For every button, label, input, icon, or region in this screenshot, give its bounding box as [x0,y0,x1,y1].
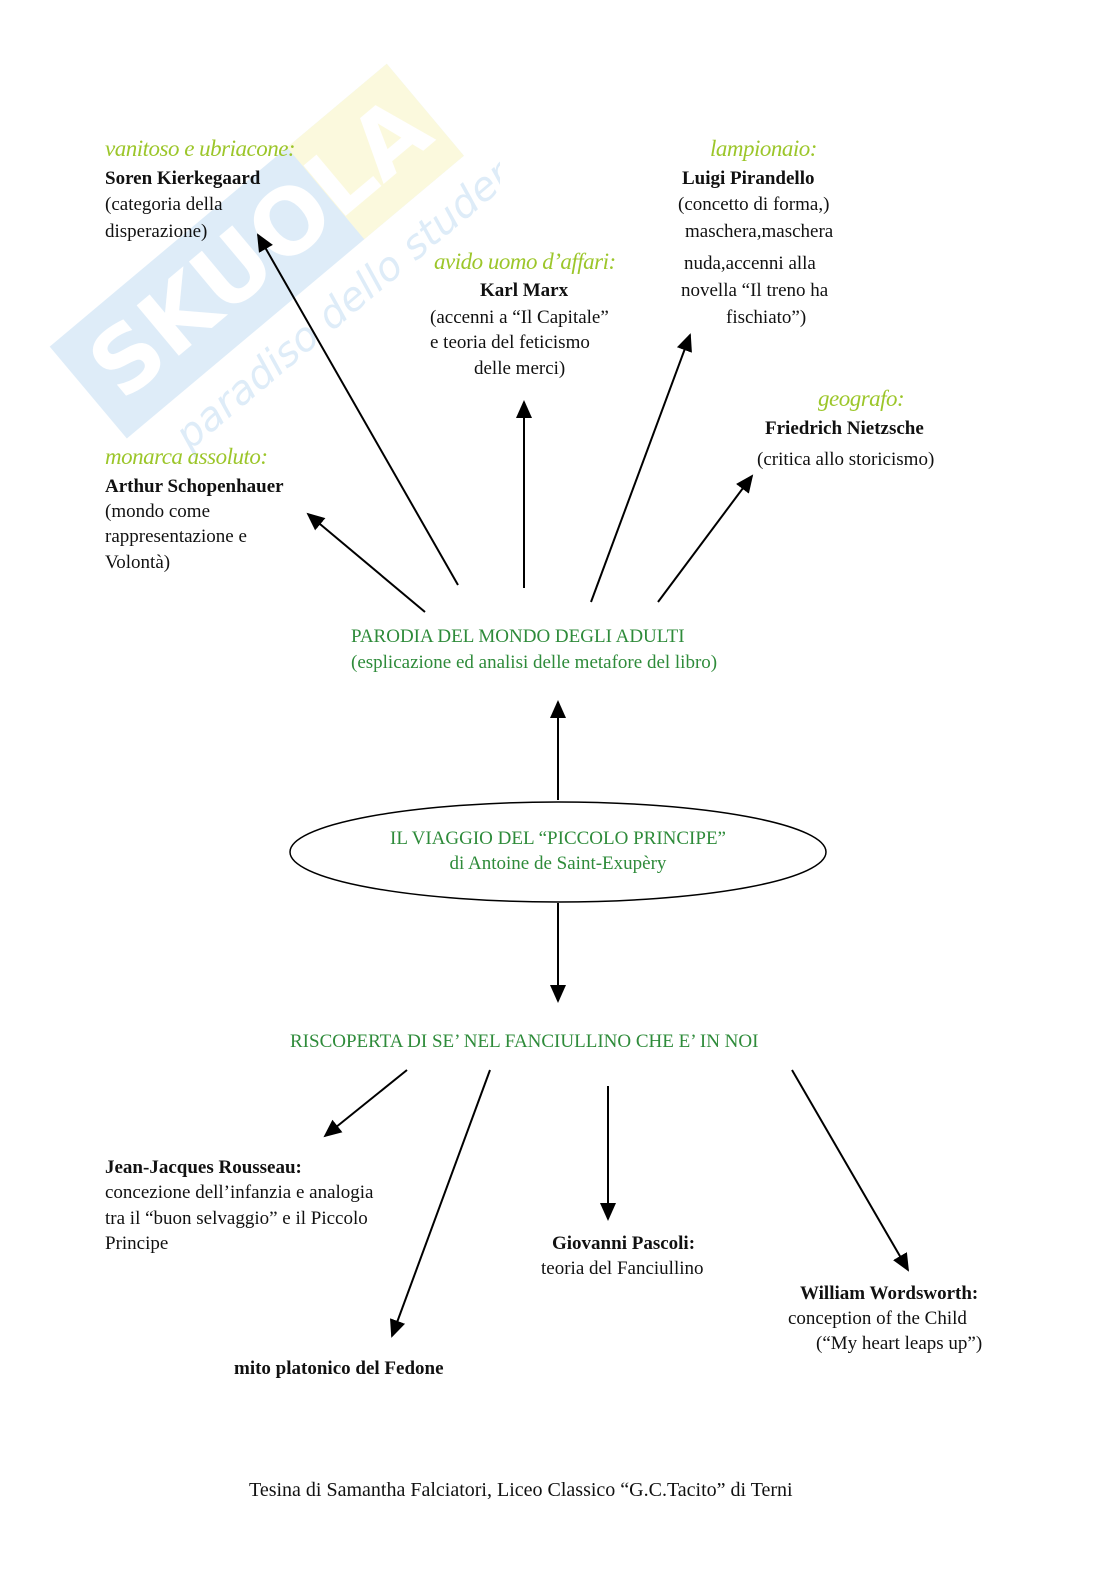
parody-subtitle: (esplicazione ed analisi delle metafore … [351,652,718,673]
metaphor-label: geografo: [818,386,905,411]
node-fedone: mito platonico del Fedone [234,1358,444,1379]
footer-credit: Tesina di Samantha Falciatori, Liceo Cla… [249,1479,793,1501]
description-line: (categoria della [105,194,223,215]
rediscovery-title: RISCOPERTA DI SE’ NEL FANCIULLINO CHE E’… [290,1031,759,1052]
description-line: Principe [105,1233,169,1254]
description-line: (mondo come [105,501,211,522]
philosopher-name: Karl Marx [480,280,569,301]
author-name: Giovanni Pascoli: [552,1233,696,1254]
arrow-schopenhauer [306,512,426,613]
description-line: tra il “buon selvaggio” e il Piccolo [105,1208,368,1229]
philosopher-name: Friedrich Nietzsche [765,418,924,439]
description-line: maschera,maschera [685,221,834,242]
description-line: delle merci) [474,358,566,379]
description-line: disperazione) [105,221,208,242]
metaphor-label: avido uomo d’affari: [434,249,616,274]
description-line: teoria del Fanciullino [541,1258,704,1279]
metaphor-label: lampionaio: [710,136,817,161]
description-line: conception of the Child [788,1308,967,1329]
author-name: William Wordsworth: [800,1283,979,1304]
description-line: Volontà) [105,552,171,573]
arrow-pirandello [590,333,692,603]
description-line: fischiato”) [726,307,807,328]
description-line: (concetto di forma,) [678,194,830,215]
metaphor-label: vanitoso e ubriacone: [105,136,296,161]
author-name: Jean-Jacques Rousseau: [105,1157,302,1178]
description-line: (accenni a “Il Capitale” [430,307,609,328]
philosopher-name: Soren Kierkegaard [105,168,261,189]
arrow-nietzsche [657,474,754,603]
arrow-fedone [390,1069,491,1338]
parody-title: PARODIA DEL MONDO DEGLI ADULTI [351,626,685,647]
description-line: nuda,accenni alla [684,253,816,274]
description-line: (critica allo storicismo) [757,449,935,470]
description-line: e teoria del feticismo [430,332,590,353]
description-line: novella “Il treno ha [681,280,829,301]
metaphor-label: monarca assoluto: [105,444,268,469]
description-line: (“My heart leaps up”) [816,1333,983,1354]
center-ellipse [289,801,827,903]
arrow-rousseau [323,1069,408,1138]
center-title: IL VIAGGIO DEL “PICCOLO PRINCIPE” [390,828,726,849]
description-line: rappresentazione e [105,526,247,547]
center-subtitle: di Antoine de Saint-Exupèry [449,853,667,874]
arrow-kierkegaard [257,233,459,586]
arrow-wordsworth [791,1069,910,1272]
philosopher-name: Arthur Schopenhauer [105,476,284,497]
description-line: concezione dell’infanzia e analogia [105,1182,374,1203]
philosopher-name: Luigi Pirandello [682,168,815,189]
